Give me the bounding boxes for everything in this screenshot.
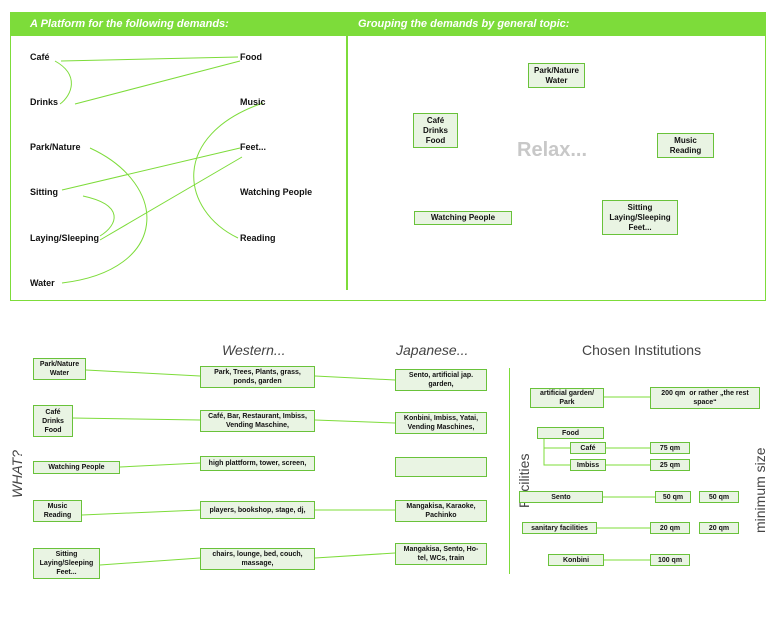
group-park-water: Park/Nature Water (528, 63, 585, 88)
connector-cafe-drinks (54, 60, 72, 105)
facility-sento: Sento (519, 491, 603, 503)
topic-watching-people: Watching People (33, 461, 120, 474)
word-food: Food (240, 52, 262, 62)
word-sitting: Sitting (30, 187, 58, 197)
connector-row2-western (71, 417, 201, 421)
topic-cafe-drinks-food: Café Drinks Food (33, 405, 73, 437)
right-header: Grouping the demands by general topic: (358, 18, 570, 30)
size-garden: 200 qm or rather „the rest space“ (650, 387, 760, 409)
facility-konbini: Konbini (548, 554, 604, 566)
size-sento-a: 50 qm (655, 491, 691, 503)
group-sitting-laying-feet: Sitting Laying/Sleeping Feet... (602, 200, 678, 235)
connector-sitting-feet (61, 147, 241, 191)
word-feet: Feet... (240, 142, 267, 152)
facility-sanitary: sanitary facilities (522, 522, 597, 534)
word-water: Water (30, 278, 55, 288)
connector-music-reading (193, 102, 264, 239)
header-bar (10, 12, 766, 36)
connector-row1-japanese (314, 375, 396, 381)
topic-sitting-laying-feet: Sitting Laying/Sleeping Feet... (33, 548, 100, 579)
western-row-4: players, bookshop, stage, dj, (200, 501, 315, 519)
western-row-3: high plattform, tower, screen, (200, 456, 315, 471)
connector-food-tree (543, 438, 570, 466)
western-row-1: Park, Trees, Plants, grass, ponds, garde… (200, 366, 315, 388)
word-drinks: Drinks (30, 97, 59, 107)
western-row-5: chairs, lounge, bed, couch, massage, (200, 548, 315, 570)
word-cafe: Café (30, 52, 50, 62)
word-laying-sleeping: Laying/Sleeping (30, 233, 100, 243)
western-row-2: Café, Bar, Restaurant, Imbiss, Vending M… (200, 410, 315, 432)
japanese-row-3 (395, 457, 487, 477)
relax-label: Relax... (517, 139, 588, 161)
japanese-row-4: Mangakisa, Karaoke, Pachinko (395, 500, 487, 522)
facility-cafe: Café (570, 442, 606, 454)
size-sento-b: 50 qm (699, 491, 739, 503)
topic-music-reading: Music Reading (33, 500, 82, 522)
western-title: Western... (222, 342, 286, 358)
minimum-size-label: minimum size (752, 447, 768, 533)
left-header: A Platform for the following demands: (30, 18, 229, 30)
connector-row5-western (99, 557, 201, 566)
group-music-reading: Music Reading (657, 133, 714, 158)
size-sanitary-b: 20 qm (699, 522, 739, 534)
word-music: Music (240, 97, 266, 107)
size-imbiss: 25 qm (650, 459, 690, 471)
chosen-institutions-title: Chosen Institutions (582, 342, 702, 358)
connector-cafe-food (60, 56, 239, 62)
group-cafe-drinks-food: Café Drinks Food (413, 113, 458, 148)
japanese-row-2: Konbini, Imbiss, Yatai, Vending Maschine… (395, 412, 487, 434)
connector-row2-japanese (314, 419, 396, 424)
facility-garden: artificial garden/ Park (530, 388, 604, 408)
size-sanitary-a: 20 qm (650, 522, 690, 534)
connector-laying-feet (99, 156, 243, 241)
japanese-row-1: Sento, artificial jap. garden, (395, 369, 487, 391)
topic-park-water: Park/Nature Water (33, 358, 86, 380)
group-watching-people: Watching People (414, 211, 512, 225)
facility-imbiss: Imbiss (570, 459, 606, 471)
size-konbini: 100 qm (650, 554, 690, 566)
connector-row1-western (85, 369, 201, 377)
connector-row3-western (119, 462, 201, 468)
connector-row5-japanese (314, 552, 396, 559)
connector-sitting-laying (82, 195, 115, 237)
japanese-row-5: Mangakisa, Sento, Ho- tel, WCs, train (395, 543, 487, 565)
size-cafe: 75 qm (650, 442, 690, 454)
top-panel (10, 36, 766, 301)
connector-row4-western (81, 509, 201, 516)
connector-park-water (61, 147, 148, 284)
word-reading: Reading (240, 233, 276, 243)
japanese-title: Japanese... (396, 342, 469, 358)
connector-drinks-food (74, 60, 241, 105)
panel-divider (346, 12, 348, 290)
facility-food: Food (537, 427, 604, 439)
section-divider (509, 368, 510, 574)
what-label: WHAT? (9, 450, 25, 498)
word-park-nature: Park/Nature (30, 142, 81, 152)
word-watching-people: Watching People (240, 187, 313, 197)
